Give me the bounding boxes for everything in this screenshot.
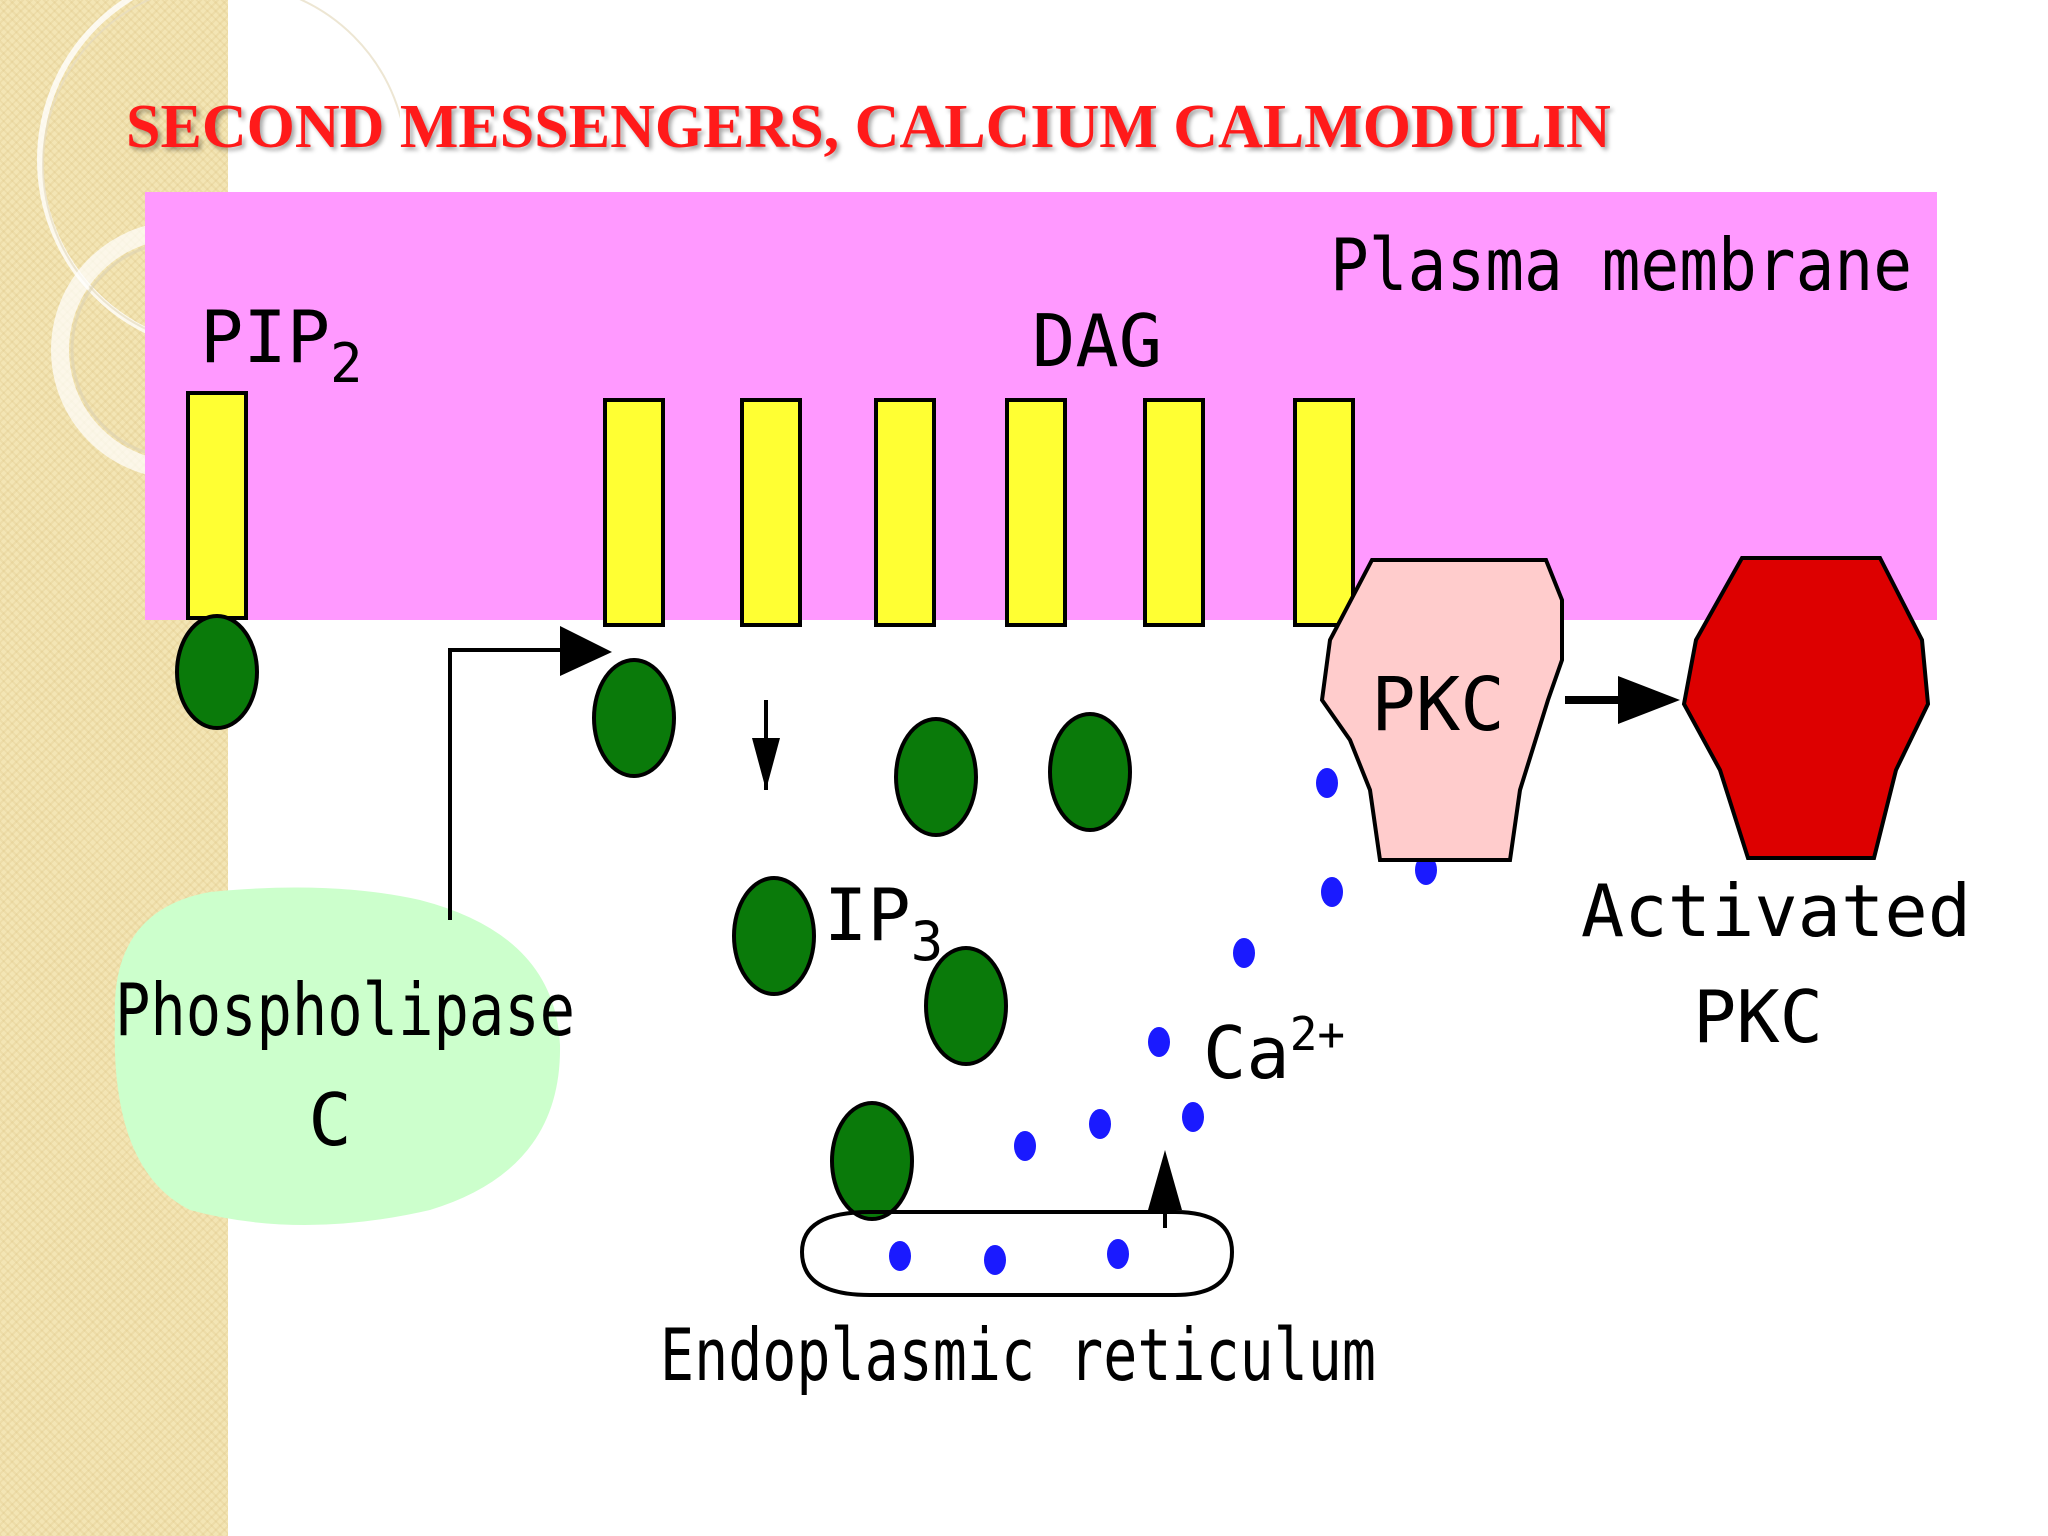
- calcium-ion: [889, 1241, 911, 1271]
- calcium-ion: [1316, 768, 1338, 798]
- pkc-label: PKC: [1371, 662, 1505, 748]
- calcium-ion: [1321, 877, 1343, 907]
- calcium-ion: [1233, 938, 1255, 968]
- activation-arrow-pkc-head: [1618, 676, 1680, 724]
- calcium-ion: [1014, 1131, 1036, 1161]
- dag-lipid-tail: [1005, 398, 1067, 627]
- pip2-head-group: [175, 614, 259, 730]
- dag-lipid-tail: [874, 398, 936, 627]
- activation-arrow-line: [448, 648, 565, 920]
- ip3-molecule: [1048, 712, 1132, 832]
- ip3-molecule: [830, 1101, 914, 1221]
- dag-lipid-tail: [603, 398, 665, 627]
- calcium-ion: [1415, 855, 1437, 885]
- ip3-molecule: [894, 717, 978, 837]
- endoplasmic-reticulum: [799, 1210, 1235, 1297]
- dag-lipid-tail: [1143, 398, 1205, 627]
- calcium-ion: [1148, 1027, 1170, 1057]
- phospholipase-c-enzyme: [114, 887, 561, 1225]
- phospholipase-label-c: C: [308, 1078, 351, 1162]
- calcium-ion: [1089, 1109, 1111, 1139]
- calcium-ion: [984, 1245, 1006, 1275]
- pkc-inactive: [1319, 558, 1564, 862]
- activated-label: Activated: [1581, 869, 1971, 953]
- phospholipase-label: Phospholipase: [115, 968, 575, 1052]
- dag-lipid-tail: [740, 398, 802, 627]
- pip2-label: PIP2: [200, 295, 363, 395]
- ip3-molecule: [732, 876, 816, 996]
- plasma-membrane-label: Plasma membrane: [1330, 223, 1912, 307]
- cleavage-arrowhead: [752, 738, 780, 790]
- dag-label: DAG: [1032, 299, 1162, 383]
- activated-pkc-label: PKC: [1693, 975, 1823, 1059]
- calcium-ions: [889, 768, 1437, 1275]
- er-label: Endoplasmic reticulum: [660, 1313, 1376, 1397]
- calcium-ion: [1107, 1239, 1129, 1269]
- activation-arrowhead: [560, 626, 612, 676]
- calcium-label: Ca2+: [1203, 1007, 1345, 1095]
- dag-lipid-tail: [1293, 398, 1355, 627]
- pkc-activated: [1681, 556, 1931, 860]
- pip2-lipid-tail: [186, 391, 248, 620]
- slide-title: SECOND MESSENGERS, CALCIUM CALMODULIN: [126, 93, 1611, 161]
- er-release-arrowhead: [1148, 1150, 1182, 1210]
- ip3-label: IP3: [824, 873, 943, 973]
- calcium-ion: [1182, 1102, 1204, 1132]
- ip3-molecule: [924, 946, 1008, 1066]
- ip3-molecule: [592, 658, 676, 778]
